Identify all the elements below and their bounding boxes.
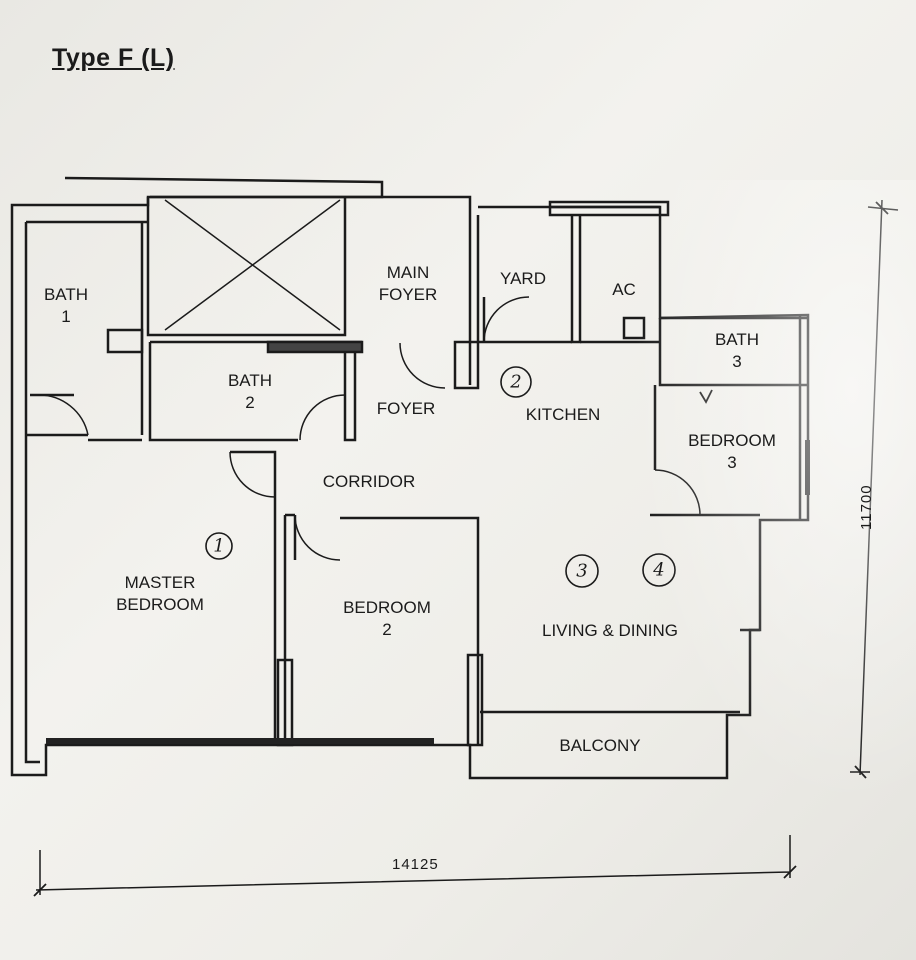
room-ac: AC bbox=[612, 280, 636, 299]
room-yard: YARD bbox=[500, 269, 546, 288]
marker-circle-2 bbox=[500, 366, 532, 398]
dimension-depth: 11700 bbox=[858, 484, 875, 530]
room-foyer: FOYER bbox=[376, 399, 436, 418]
room-corridor: CORRIDOR bbox=[322, 472, 416, 491]
room-living-dining: LIVING & DINING bbox=[541, 621, 679, 640]
marker-4: 4 bbox=[653, 559, 665, 581]
room-balcony: BALCONY bbox=[559, 736, 641, 755]
marker-circle-1 bbox=[205, 532, 233, 560]
marker-2: 2 bbox=[510, 371, 522, 393]
plan-title: Type F (L) bbox=[52, 44, 175, 72]
marker-3: 3 bbox=[576, 560, 588, 582]
dimension-width: 14125 bbox=[392, 856, 439, 873]
room-kitchen: KITCHEN bbox=[525, 405, 601, 424]
marker-1: 1 bbox=[213, 535, 225, 557]
